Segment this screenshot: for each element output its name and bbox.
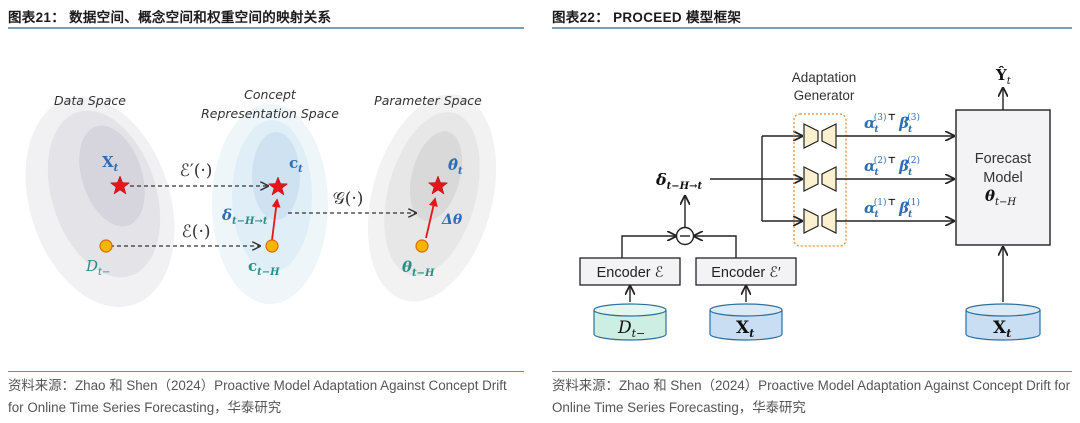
- left-figure-panel: 图表21： 数据空间、概念空间和权重空间的映射关系: [8, 0, 524, 423]
- delta-label: δt−H→t: [221, 206, 268, 227]
- concept-space-region: [212, 104, 328, 304]
- output-y-hat-label: Ŷt: [995, 66, 1012, 87]
- mapping-diagram: Data Space Concept Representation Space …: [25, 87, 497, 307]
- generator-bottleneck-icon-1: [803, 208, 837, 234]
- encoder-to-minus-arrow: [621, 236, 676, 258]
- db-forecast-x-t-label: Xt: [993, 318, 1011, 340]
- db-x-t-label: Xt: [736, 318, 754, 340]
- delta-label: δt−H→t: [655, 170, 702, 192]
- c-t-label: ct: [289, 154, 303, 175]
- data-space-label: Data Space: [54, 93, 126, 108]
- adaptation-label-3: αt(3)⊤βt(3): [864, 112, 920, 135]
- encoder-label: ℰ(·): [182, 222, 211, 242]
- encoder-prime-label: Encoder ℰ′: [711, 265, 781, 281]
- adaptation-label-2: αt(2)⊤βt(2): [864, 155, 920, 178]
- c-t-star-icon: [267, 176, 289, 196]
- generator-label: 𝒢(·): [333, 189, 364, 209]
- concept-space-label-line2: Representation Space: [201, 106, 339, 121]
- encoder-box: [579, 257, 681, 286]
- left-source-rule: [8, 371, 524, 372]
- generator-bottleneck-icon-2: [803, 166, 837, 192]
- right-title-rule: [552, 27, 1072, 29]
- db-d-t-icon: [593, 303, 667, 341]
- encoder-prime-to-minus-arrow: [694, 236, 737, 258]
- proceed-framework-diagram: Dt− Xt Encoder ℰ Encoder ℰ′ δt−H→t Adapt…: [579, 66, 1051, 341]
- adaptation-generator-label-line2: Generator: [794, 88, 855, 103]
- left-title-rule: [8, 27, 524, 29]
- delta-theta-label: Δθ: [441, 212, 463, 228]
- theta-tH-label: θt−H: [402, 258, 435, 279]
- d-t-node-icon: [99, 239, 113, 253]
- left-figure-title: 图表21： 数据空间、概念空间和权重空间的映射关系: [8, 10, 332, 25]
- forecast-model-label-line1: Forecast: [975, 151, 1031, 167]
- encoder-label: Encoder ℰ: [597, 265, 664, 281]
- encoder-prime-label: ℰ′(·): [180, 161, 213, 181]
- parameter-space-label: Parameter Space: [374, 93, 482, 108]
- theta-hat-label: θ̂t: [448, 156, 463, 177]
- db-x-t-icon: [709, 303, 783, 341]
- d-t-label: Dt−: [85, 257, 110, 278]
- theta-tH-node-icon: [415, 239, 429, 253]
- x-t-label: Xt: [102, 153, 119, 174]
- delta-arrow: [271, 198, 281, 241]
- right-figure-source: 资料来源：Zhao 和 Shen（2024）Proactive Model Ad…: [552, 378, 1071, 415]
- right-figure-panel: 图表22： PROCEED 模型框架 Dt− Xt Encoder ℰ Enco…: [552, 0, 1072, 423]
- data-space-region: [25, 97, 175, 307]
- left-figure-source: 资料来源：Zhao 和 Shen（2024）Proactive Model Ad…: [8, 378, 507, 415]
- adaptation-label-1: αt(1)⊤βt(1): [864, 197, 920, 220]
- concept-space-label-line1: Concept: [244, 87, 297, 102]
- right-source-rule: [552, 371, 1072, 372]
- c-tH-node-icon: [265, 239, 279, 253]
- c-tH-label: ct−H: [248, 257, 280, 278]
- forecast-theta-label: θt−H: [985, 187, 1016, 208]
- db-d-t-label: Dt−: [617, 318, 645, 340]
- generator-bottleneck-icon-3: [803, 123, 837, 149]
- theta-hat-star-icon: [427, 175, 449, 195]
- delta-theta-arrow: [425, 197, 438, 239]
- x-t-star-icon: [109, 175, 131, 195]
- encoder-prime-box: [695, 257, 797, 286]
- right-figure-title: 图表22： PROCEED 模型框架: [552, 10, 742, 25]
- parameter-space-region: [367, 94, 497, 302]
- db-forecast-x-t-icon: [965, 303, 1041, 341]
- forecast-model-label-line2: Model: [983, 170, 1023, 186]
- adaptation-generator-label-line1: Adaptation: [792, 70, 857, 85]
- adaptation-generator-box: [793, 113, 847, 247]
